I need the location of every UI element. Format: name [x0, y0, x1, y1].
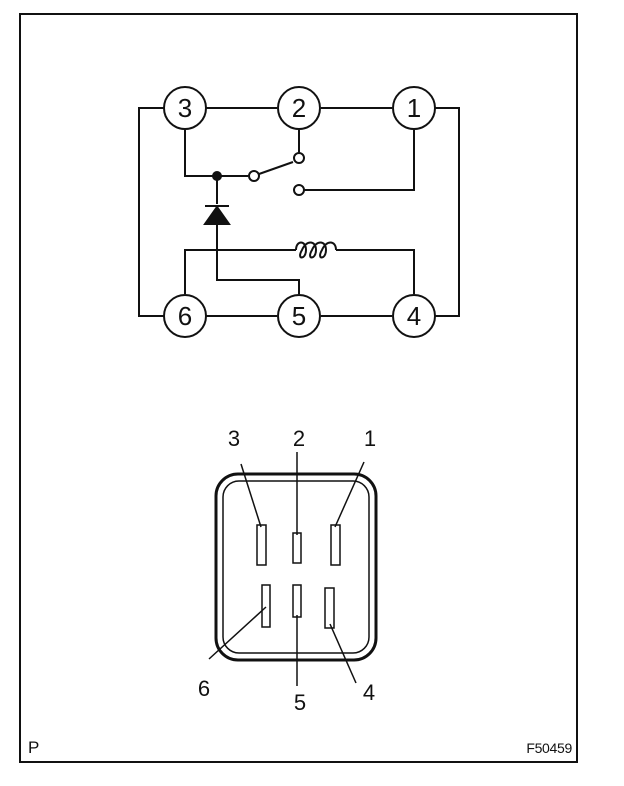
wire-3-to-switch — [184, 130, 248, 177]
connector — [208, 452, 378, 686]
pin-6-label: 6 — [198, 676, 210, 701]
diagram-frame — [19, 13, 578, 763]
switch-no-contact — [293, 184, 305, 196]
corner-p-label: P — [28, 738, 40, 757]
terminal-5-label: 5 — [292, 301, 306, 331]
terminal-4-label: 4 — [407, 301, 421, 331]
switch-nc-contact — [293, 152, 305, 164]
housing-left-line — [138, 107, 164, 317]
terminal-3-label: 3 — [178, 93, 192, 123]
wire-no-to-1 — [304, 130, 415, 191]
leader-6 — [208, 606, 267, 660]
connector-housing-inner — [222, 480, 370, 654]
terminal-3-circle — [163, 86, 207, 130]
terminal-2-circle — [277, 86, 321, 130]
terminal-1-label: 1 — [407, 93, 421, 123]
pin-5-slot — [292, 584, 302, 618]
terminal-6-circle — [163, 294, 207, 338]
schematic — [138, 86, 460, 338]
pin-1-label: 1 — [364, 426, 376, 451]
pin-4-label: 4 — [363, 680, 375, 705]
leader-4 — [329, 623, 357, 684]
terminal-2-label: 2 — [292, 93, 306, 123]
pin-5-label: 5 — [294, 690, 306, 715]
connector-pin-labels: 3 2 1 6 5 4 — [198, 426, 376, 715]
switch-pivot-contact — [248, 170, 260, 182]
figure-id-label: F50459 — [526, 740, 572, 756]
leader-3 — [240, 463, 262, 528]
pin-2-slot — [292, 532, 302, 564]
housing-right-line — [434, 107, 460, 317]
terminal-labels: 3 2 1 6 5 4 — [178, 93, 421, 331]
wire-6-to-coil — [184, 249, 296, 294]
terminal-4-circle — [392, 294, 436, 338]
pin-3-label: 3 — [228, 426, 240, 451]
diode-icon — [203, 205, 231, 225]
pin-4-slot — [324, 587, 335, 629]
terminal-1-circle — [392, 86, 436, 130]
pin-2-label: 2 — [293, 426, 305, 451]
coil-icon — [295, 241, 337, 259]
switch-blade — [258, 161, 294, 175]
pin-6-slot — [261, 584, 271, 628]
pin-leader-lines — [208, 452, 365, 686]
pin-3-slot — [256, 524, 267, 566]
terminal-5-circle — [277, 294, 321, 338]
connector-housing-outer — [214, 472, 378, 662]
wire-diode-to-5 — [216, 224, 300, 294]
leader-1 — [334, 461, 365, 528]
wire-coil-to-4 — [336, 249, 415, 294]
terminal-6-label: 6 — [178, 301, 192, 331]
pin-1-slot — [330, 524, 341, 566]
